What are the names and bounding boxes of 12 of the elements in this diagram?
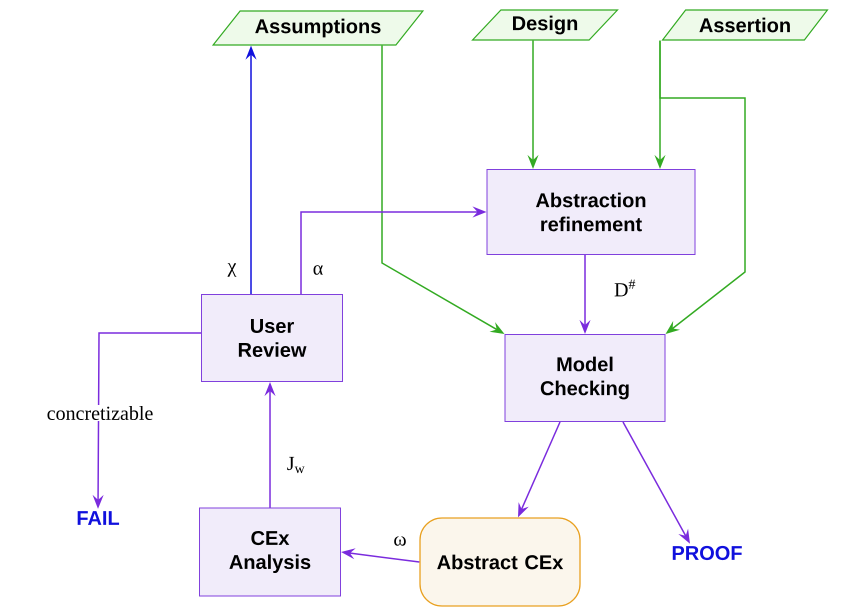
- process-box: Abstraction refinement: [486, 169, 696, 255]
- process-box: CEx Analysis: [199, 508, 341, 596]
- edge-label: α: [312, 264, 324, 276]
- edge-label: concretizable: [46, 404, 154, 422]
- edge-label: ω: [392, 535, 408, 547]
- process-box: Model Checking: [504, 334, 666, 422]
- edge-label: χ: [226, 262, 238, 278]
- process-box: User Review: [201, 294, 343, 382]
- edge-label: J$_{w}$: [286, 456, 306, 474]
- result-text: PROOF: [672, 546, 742, 560]
- result-text: FAIL: [78, 511, 120, 525]
- edge-label: D$^{#}$: [613, 278, 637, 298]
